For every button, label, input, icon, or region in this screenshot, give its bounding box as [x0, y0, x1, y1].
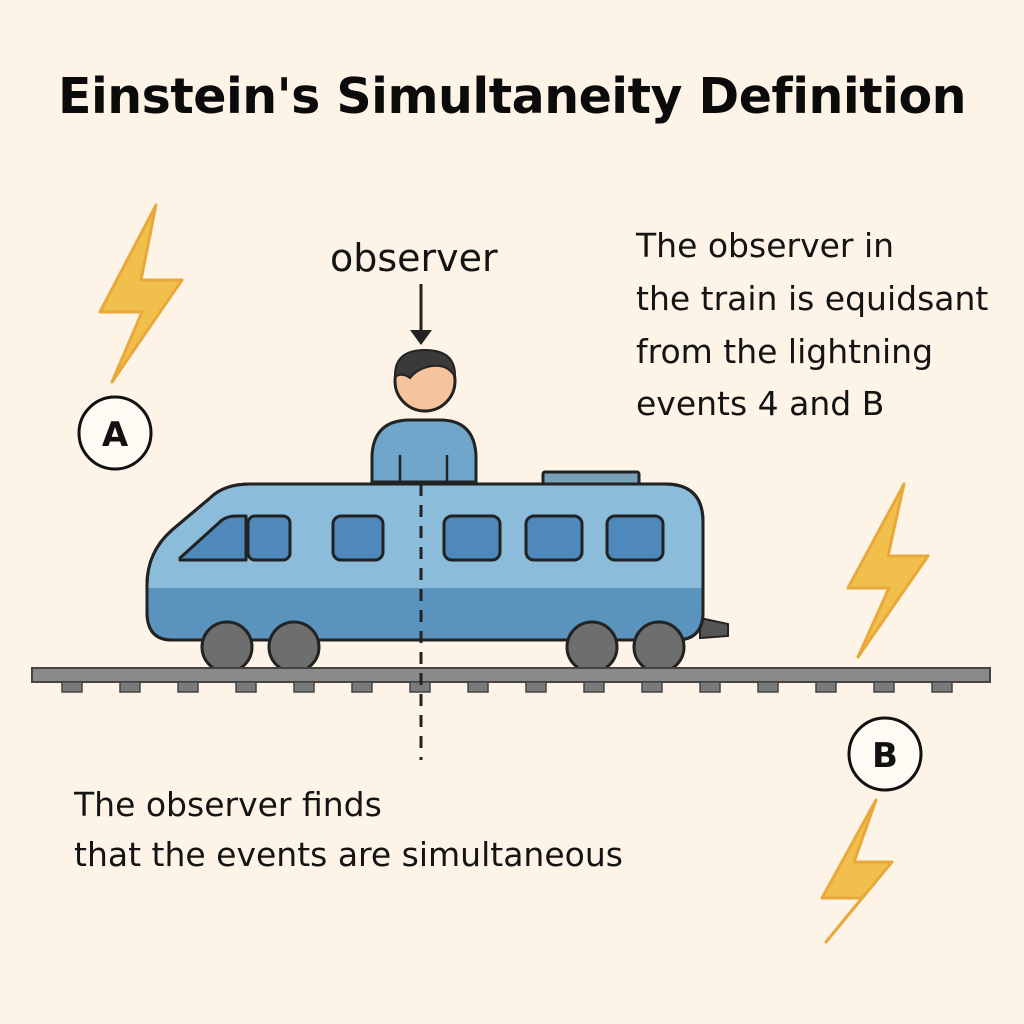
explanation-note-right: The observer in the train is equidsant f… — [636, 220, 988, 431]
lightning-bolt-b-lower-icon — [820, 798, 894, 944]
observer-arrow — [410, 284, 432, 345]
note-right-line: events 4 and B — [636, 384, 885, 424]
event-a-marker: A — [77, 395, 153, 471]
event-b-marker: B — [847, 716, 923, 792]
note-right-line: The observer in — [636, 226, 895, 265]
observer-figure — [370, 348, 478, 484]
page-title: Einstein's Simultaneity Definition — [58, 68, 967, 125]
observer-label: observer — [330, 236, 498, 280]
rail-track — [31, 667, 991, 693]
lightning-bolt-b-upper-icon — [846, 482, 930, 659]
event-b-label: B — [872, 736, 898, 776]
note-bottom-line: that the events are simultaneous — [74, 834, 623, 874]
event-a-label: A — [102, 415, 129, 455]
lightning-bolt-a-icon — [98, 203, 184, 384]
note-right-line: the train is equidsant — [636, 278, 989, 318]
train — [145, 470, 729, 674]
conclusion-note: The observer finds that the events are s… — [74, 780, 623, 879]
note-right-line: from the lightning — [636, 331, 934, 371]
note-bottom-line: The observer finds — [74, 785, 382, 824]
